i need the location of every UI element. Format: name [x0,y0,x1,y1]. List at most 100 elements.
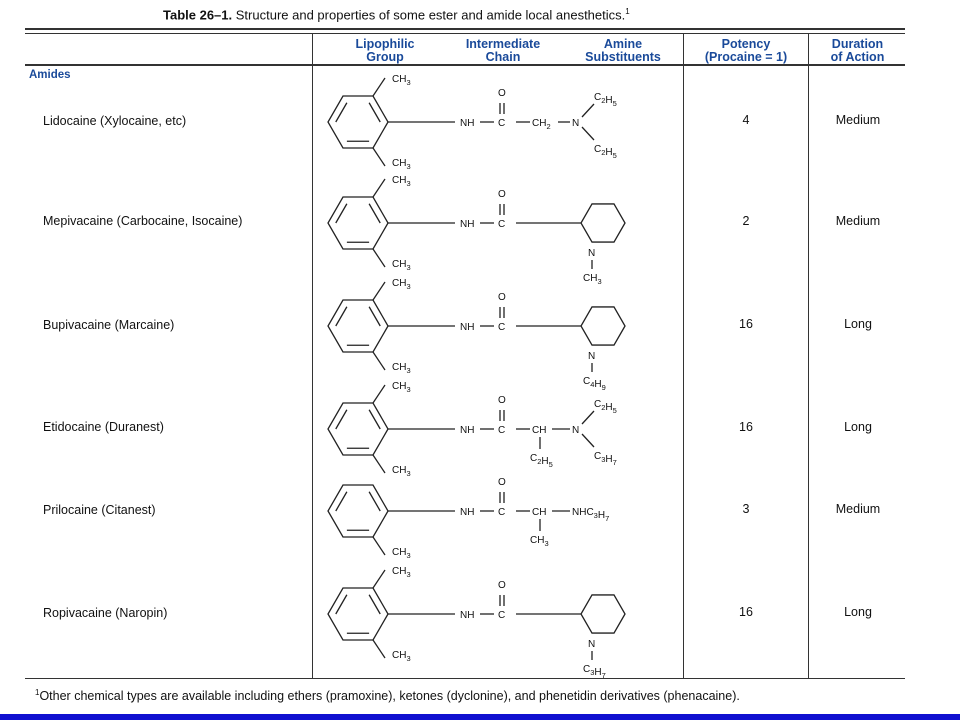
oxygen-label: O [498,477,506,488]
benzene-ring [327,402,389,456]
methyl-bond [372,384,386,404]
duration-value: Long [844,317,872,331]
methyl-bond [372,147,386,167]
header-amine: Amine Substituents [585,37,661,64]
methyl-label: CH3 [392,566,411,579]
ethyl-label: C2H5 [530,453,553,469]
methyl-label: CH3 [392,381,411,394]
header-potency: Potency (Procaine = 1) [704,37,788,64]
methyl-bond [372,178,386,198]
col-divider-2 [683,33,684,679]
header-bottom-rule [25,64,905,66]
bottom-rule [25,678,905,679]
table-caption: Structure and properties of some ester a… [235,7,626,23]
methyl-bond [372,454,386,474]
drug-name: Etidocaine (Duranest) [43,420,164,434]
methyl-label: CH3 [392,158,411,171]
aromatic-bond [368,102,381,123]
potency-value: 4 [742,113,750,127]
potency-value: 16 [739,317,753,331]
methyl-label: CH3 [392,74,411,87]
propyl-label: C3H7 [594,451,617,467]
n-substituent-label: C3H7 [583,664,606,680]
ethyl-label: C2H5 [594,399,617,415]
piperidine-ring [580,203,626,243]
duration-value: Medium [835,113,881,127]
header-duration: Duration of Action [830,37,885,64]
col-divider-1 [312,33,313,679]
aromatic-bond [368,594,381,615]
top-rule [25,28,905,30]
header-top-rule [25,33,905,34]
potency-value: 16 [739,420,753,434]
nh-label: NH [460,219,474,230]
benzene-ring [327,299,389,353]
methyl-label: CH3 [392,547,411,560]
piperidine-ring [580,306,626,346]
bond-line [581,126,595,141]
methyl-label: CH3 [530,535,549,548]
footnote-mark: 1 [35,688,40,697]
carbon-label: C [498,322,505,333]
drug-name: Prilocaine (Citanest) [43,503,156,517]
oxygen-label: O [498,580,506,591]
duration-value: Medium [835,214,881,228]
nitrogen-label: N [588,639,595,650]
ch-label: CH [532,507,546,518]
benzene-ring [327,587,389,641]
bond-line [581,103,595,118]
aromatic-bond [335,306,348,327]
nh-label: NH [460,507,474,518]
methyl-bond [372,536,386,556]
header-chain: Intermediate Chain [465,37,541,64]
bond-line [581,433,595,448]
oxygen-label: O [498,292,506,303]
aromatic-bond [335,203,348,224]
nitrogen-label: N [588,248,595,259]
aromatic-bond [368,409,381,430]
potency-value: 2 [742,214,750,228]
carbon-label: C [498,507,505,518]
ch-label: CH [532,425,546,436]
nitrogen-label: N [588,351,595,362]
duration-value: Long [844,605,872,619]
aromatic-bond [368,491,381,512]
table-number: Table 26–1. [163,7,233,23]
methyl-label: CH3 [392,278,411,291]
duration-value: Medium [835,502,881,516]
drug-name: Lidocaine (Xylocaine, etc) [43,114,187,128]
aromatic-bond [335,491,348,512]
potency-value: 16 [739,605,753,619]
table-title: Table 26–1. Structure and properties of … [163,7,630,22]
nh-label: NH [460,610,474,621]
methyl-label: CH3 [392,650,411,663]
header-lipophilic: Lipophilic Group [355,37,415,64]
carbon-label: C [498,219,505,230]
methyl-label: CH3 [392,175,411,188]
ethyl-label: C2H5 [594,92,617,108]
ethyl-label: C2H5 [594,144,617,160]
n-substituent-label: CH3 [583,273,602,286]
amine-label: NHC3H7 [572,507,609,523]
carbon-label: C [498,118,505,129]
drug-name: Mepivacaine (Carbocaine, Isocaine) [43,214,243,228]
col-divider-3 [808,33,809,679]
aromatic-bond [335,409,348,430]
methyl-bond [372,248,386,268]
bottom-bar [0,714,960,720]
carbon-label: C [498,610,505,621]
methyl-bond [372,77,386,97]
drug-name: Ropivacaine (Naropin) [43,606,168,620]
duration-value: Long [844,420,872,434]
methyl-bond [372,281,386,301]
methyl-label: CH3 [392,362,411,375]
oxygen-label: O [498,395,506,406]
methyl-label: CH3 [392,465,411,478]
n-substituent-label: C4H9 [583,376,606,392]
nitrogen-label: N [572,118,579,129]
drug-name: Bupivacaine (Marcaine) [43,318,175,332]
nh-label: NH [460,425,474,436]
methyl-bond [372,569,386,589]
oxygen-label: O [498,189,506,200]
